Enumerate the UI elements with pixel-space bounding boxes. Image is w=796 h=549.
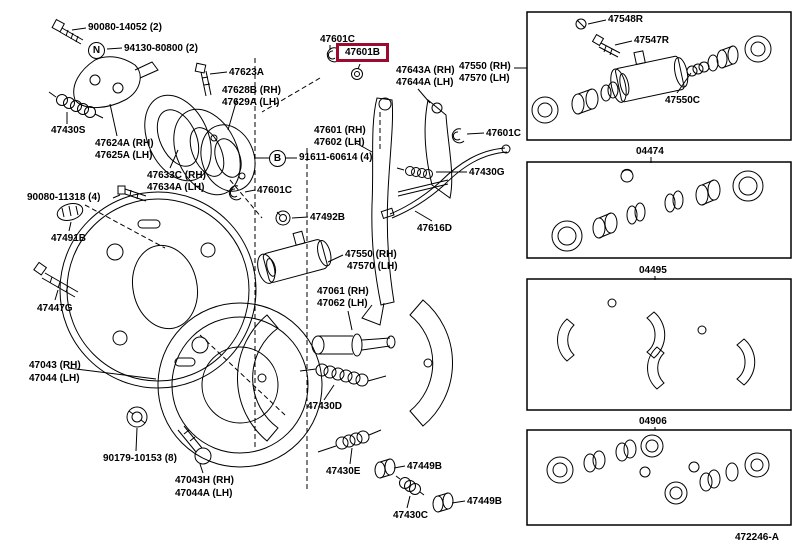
callout-47643a-rh[interactable]: 47643A (RH): [396, 65, 455, 76]
callout-47447g[interactable]: 47447G: [37, 303, 73, 314]
callout-47491b[interactable]: 47491B: [51, 233, 87, 244]
callout-47550c[interactable]: 47550C: [665, 95, 701, 106]
nut-90179-10153-art: [126, 406, 148, 428]
callout-47623a[interactable]: 47623A: [229, 67, 265, 78]
callout-91611-60614[interactable]: 91611-60614 (4): [299, 152, 373, 163]
figure-code: 472246-A: [735, 532, 779, 543]
callout-47061-rh[interactable]: 47061 (RH): [317, 286, 369, 297]
clip-47601c-mid-art: [228, 185, 242, 201]
callout-47430c[interactable]: 47430C: [393, 510, 429, 521]
callout-47044-lh[interactable]: 47044 (LH): [29, 373, 80, 384]
callout-47043-rh[interactable]: 47043 (RH): [29, 360, 81, 371]
bolt-47043h-art: [177, 425, 212, 465]
callout-90179-10153[interactable]: 90179-10153 (8): [103, 453, 177, 464]
kit-box-04906: [526, 429, 792, 526]
cable-47616d-art: [380, 144, 511, 219]
callout-47629a-lh[interactable]: 47629A (LH): [222, 97, 280, 108]
callout-47616d[interactable]: 47616D: [417, 223, 453, 234]
brake-shoe-right-art: [409, 299, 454, 427]
callout-47601b: 47601B: [345, 47, 381, 58]
clip-47601c-right-art: [451, 128, 465, 144]
callout-47633c-rh[interactable]: 47633C (RH): [147, 170, 206, 181]
callout-94130-80800[interactable]: 94130-80800 (2): [124, 43, 198, 54]
callout-47449b-2[interactable]: 47449B: [467, 496, 503, 507]
fastener-symbol-b: B: [269, 150, 286, 167]
callout-90080-11318[interactable]: 90080-11318 (4): [27, 192, 101, 203]
callout-47430e[interactable]: 47430E: [326, 466, 361, 477]
plate-47628b-art: [200, 124, 256, 192]
callout-47601c-2[interactable]: 47601C: [486, 128, 522, 139]
callout-47644a-lh[interactable]: 47644A (LH): [396, 77, 454, 88]
kit-box-top: [526, 11, 792, 141]
callout-47548r[interactable]: 47548R: [608, 14, 644, 25]
callout-47634a-lh[interactable]: 47634A (LH): [147, 182, 205, 193]
kit-code-04906[interactable]: 04906: [639, 416, 667, 427]
callout-90080-14052[interactable]: 90080-14052 (2): [88, 22, 162, 33]
callout-47550-rh-mid[interactable]: 47550 (RH): [345, 249, 397, 260]
spring-47430d-art: [299, 363, 387, 387]
nut-47492b-art: [275, 210, 291, 226]
construction-lines: [84, 58, 381, 490]
bolt-90080-14052-art: [51, 18, 84, 45]
kit-box-04495: [526, 278, 792, 411]
kit-box-04474: [526, 161, 792, 259]
grommet-47601b-art: [351, 68, 363, 80]
callout-47550-rh-top[interactable]: 47550 (RH): [459, 61, 511, 72]
callout-47570-lh-top[interactable]: 47570 (LH): [459, 73, 510, 84]
kit-code-04495[interactable]: 04495: [639, 265, 667, 276]
brake-shoe-left-art: [236, 314, 279, 442]
grommet-47449b-1-art: [374, 458, 396, 479]
callout-47449b-1[interactable]: 47449B: [407, 461, 443, 472]
callout-47430d[interactable]: 47430D: [307, 401, 343, 412]
callout-47625a-lh[interactable]: 47625A (LH): [95, 150, 153, 161]
hub-plates-47633c-art: [144, 94, 241, 196]
callout-47430g[interactable]: 47430G: [469, 167, 505, 178]
bolt-47623a-art: [194, 62, 212, 97]
spring-47430e-art: [317, 429, 382, 453]
bellcrank-47624a-art: [73, 56, 159, 108]
spring-47430s-art: [48, 91, 104, 119]
callout-47601c-3[interactable]: 47601C: [257, 185, 293, 196]
wheel-cylinder-main-art: [257, 230, 332, 284]
brake-drum-47043-art: [157, 302, 323, 468]
callout-47602-lh[interactable]: 47602 (LH): [314, 137, 365, 148]
adjuster-47061-art: [311, 333, 396, 357]
callout-47547r[interactable]: 47547R: [634, 35, 670, 46]
callout-47062-lh[interactable]: 47062 (LH): [317, 298, 368, 309]
bolt-47447g-art: [33, 261, 79, 298]
callout-47628b-rh[interactable]: 47628B (RH): [222, 85, 281, 96]
callout-47601c-1[interactable]: 47601C: [320, 34, 356, 45]
callout-47570-lh-mid[interactable]: 47570 (LH): [347, 261, 398, 272]
callout-47601-rh[interactable]: 47601 (RH): [314, 125, 366, 136]
callout-47043h-rh[interactable]: 47043H (RH): [175, 475, 234, 486]
grommet-47449b-2-art: [432, 492, 454, 513]
fastener-symbol-n: N: [88, 42, 105, 59]
clip-47601c-top-art: [326, 47, 340, 63]
callout-47044a-lh[interactable]: 47044A (LH): [175, 488, 233, 499]
callout-47430s[interactable]: 47430S: [51, 125, 86, 136]
lever-47601-art: [361, 97, 395, 326]
callout-47492b[interactable]: 47492B: [310, 212, 346, 223]
callout-47624a-rh[interactable]: 47624A (RH): [95, 138, 154, 149]
lever-47643a-art: [424, 99, 453, 199]
backing-plate-art: [59, 191, 257, 389]
plug-47491b-art: [56, 203, 84, 221]
kit-code-04474[interactable]: 04474: [636, 146, 664, 157]
spring-47430c-art: [395, 475, 425, 496]
leader-lines: [54, 19, 692, 509]
highlighted-part-callout[interactable]: 47601B: [336, 43, 390, 62]
